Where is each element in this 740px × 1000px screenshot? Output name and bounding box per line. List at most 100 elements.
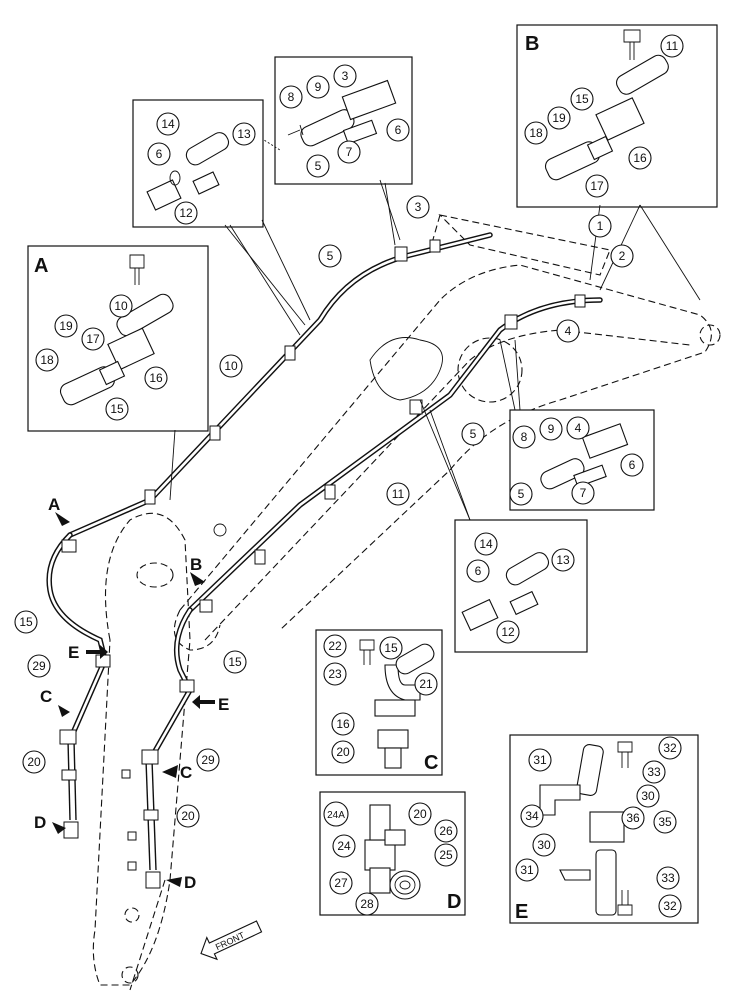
svg-text:31: 31 bbox=[533, 753, 547, 767]
svg-text:6: 6 bbox=[156, 147, 163, 161]
svg-text:14: 14 bbox=[161, 117, 175, 131]
svg-text:11: 11 bbox=[666, 39, 679, 53]
arrow-label-C1: C bbox=[40, 687, 52, 706]
svg-text:4: 4 bbox=[565, 324, 572, 338]
callout: 15 bbox=[379, 636, 403, 660]
callout: 12 bbox=[174, 201, 198, 225]
svg-text:5: 5 bbox=[315, 159, 322, 173]
svg-text:13: 13 bbox=[556, 553, 570, 567]
callout: 6 bbox=[147, 142, 171, 166]
callout: 3 bbox=[406, 195, 430, 219]
callout: 31 bbox=[528, 748, 552, 772]
detail-box-A bbox=[27, 245, 209, 432]
callout: 4 bbox=[556, 319, 580, 343]
callout: 31 bbox=[515, 858, 539, 882]
callouts-box-top1: 3 8 9 5 7 6 bbox=[279, 64, 410, 178]
svg-text:20: 20 bbox=[181, 809, 195, 823]
callout: 24 bbox=[332, 834, 356, 858]
front-arrow: FRONT bbox=[200, 920, 263, 961]
callout: 6 bbox=[620, 453, 644, 477]
callout: 25 bbox=[434, 843, 458, 867]
view-letter-B: B bbox=[525, 33, 539, 55]
callout: 33 bbox=[656, 866, 680, 890]
callouts-box-E: 31 32 33 30 34 36 35 30 31 33 32 bbox=[515, 736, 682, 918]
callout: 15 bbox=[223, 650, 247, 674]
svg-text:20: 20 bbox=[336, 745, 350, 759]
svg-text:6: 6 bbox=[395, 123, 402, 137]
svg-text:24: 24 bbox=[337, 839, 351, 853]
svg-text:4: 4 bbox=[575, 421, 582, 435]
svg-text:17: 17 bbox=[86, 332, 100, 346]
svg-text:29: 29 bbox=[201, 753, 215, 767]
callout: 12 bbox=[496, 620, 520, 644]
callout: 28 bbox=[355, 892, 379, 916]
svg-text:12: 12 bbox=[179, 206, 193, 220]
callout: 26 bbox=[434, 819, 458, 843]
svg-text:20: 20 bbox=[27, 755, 41, 769]
callout: 5 bbox=[306, 154, 330, 178]
callout: 8 bbox=[512, 425, 536, 449]
callout: 30 bbox=[636, 784, 660, 808]
view-letters: B A C D E bbox=[34, 33, 539, 923]
svg-text:31: 31 bbox=[520, 863, 534, 877]
callout: 19 bbox=[54, 314, 78, 338]
callouts-main: 1 2 3 4 5 5 10 11 15 15 20 20 29 29 bbox=[14, 195, 634, 828]
callouts-box-mid1: 4 8 9 6 5 7 bbox=[509, 416, 644, 506]
callout: 32 bbox=[658, 894, 682, 918]
view-arrows: A B E C E C D D bbox=[34, 495, 229, 892]
callouts-box-B: 11 15 18 19 16 17 bbox=[524, 34, 684, 198]
svg-text:18: 18 bbox=[529, 126, 543, 140]
callout: 14 bbox=[156, 112, 180, 136]
arrow-label-B: B bbox=[190, 555, 202, 574]
callout: 2 bbox=[610, 244, 634, 268]
callout: 18 bbox=[35, 348, 59, 372]
callout: 36 bbox=[621, 806, 645, 830]
svg-text:19: 19 bbox=[552, 111, 566, 125]
svg-text:8: 8 bbox=[521, 430, 528, 444]
svg-text:32: 32 bbox=[663, 899, 677, 913]
callout: 20 bbox=[22, 750, 46, 774]
svg-text:30: 30 bbox=[641, 789, 655, 803]
svg-text:14: 14 bbox=[479, 537, 493, 551]
callout: 29 bbox=[196, 748, 220, 772]
callout: 11 bbox=[386, 482, 410, 506]
callout: 21 bbox=[414, 672, 438, 696]
svg-text:5: 5 bbox=[518, 487, 525, 501]
callout: 13 bbox=[551, 548, 575, 572]
view-letter-C: C bbox=[424, 752, 438, 774]
svg-text:10: 10 bbox=[224, 359, 238, 373]
svg-text:16: 16 bbox=[633, 151, 647, 165]
svg-text:21: 21 bbox=[419, 677, 433, 691]
svg-text:27: 27 bbox=[334, 876, 348, 890]
svg-text:16: 16 bbox=[149, 371, 163, 385]
callout: 17 bbox=[81, 327, 105, 351]
svg-text:15: 15 bbox=[575, 92, 589, 106]
svg-text:18: 18 bbox=[40, 353, 54, 367]
callout: 9 bbox=[539, 417, 563, 441]
arrow-label-E1: E bbox=[68, 643, 79, 662]
svg-text:11: 11 bbox=[392, 487, 405, 501]
callout: 32 bbox=[658, 736, 682, 760]
svg-text:7: 7 bbox=[346, 145, 353, 159]
callout: 4 bbox=[566, 416, 590, 440]
svg-text:30: 30 bbox=[537, 838, 551, 852]
view-letter-D: D bbox=[447, 891, 461, 913]
callout: 14 bbox=[474, 532, 498, 556]
callouts-box-C: 22 15 23 21 16 20 bbox=[323, 634, 438, 764]
svg-text:24A: 24A bbox=[327, 810, 345, 821]
callout: 24A bbox=[323, 801, 349, 827]
svg-text:13: 13 bbox=[237, 127, 251, 141]
callout: 15 bbox=[105, 397, 129, 421]
svg-text:7: 7 bbox=[580, 486, 587, 500]
callout: 16 bbox=[144, 366, 168, 390]
view-letter-A: A bbox=[34, 255, 48, 277]
svg-text:5: 5 bbox=[470, 427, 477, 441]
arrow-label-D2: D bbox=[184, 873, 196, 892]
svg-text:6: 6 bbox=[475, 564, 482, 578]
svg-text:35: 35 bbox=[658, 815, 672, 829]
callout: 6 bbox=[386, 118, 410, 142]
callout: 6 bbox=[466, 559, 490, 583]
callout: 30 bbox=[532, 833, 556, 857]
callout: 20 bbox=[408, 802, 432, 826]
callout: 15 bbox=[570, 87, 594, 111]
